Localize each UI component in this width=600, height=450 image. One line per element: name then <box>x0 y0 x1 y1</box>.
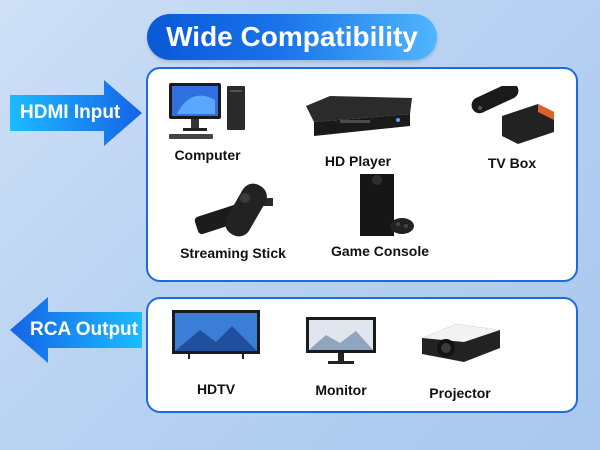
hd-player-icon <box>306 96 412 136</box>
device-label: TV Box <box>487 155 537 171</box>
device-label: Game Console <box>330 243 430 259</box>
hdtv-icon <box>172 310 260 359</box>
page-title: Wide Compatibility <box>147 14 437 60</box>
device-monitor: Monitor <box>296 315 386 398</box>
device-label: Streaming Stick <box>180 245 286 261</box>
streaming-stick-icon <box>194 183 273 237</box>
device-label: Monitor <box>315 382 367 398</box>
device-label: Computer <box>174 147 241 163</box>
computer-icon <box>168 83 245 139</box>
hdmi-input-label: HDMI Input <box>20 102 121 123</box>
rca-output-label: RCA Output <box>30 319 138 340</box>
device-streaming-stick: Streaming Stick <box>168 178 298 261</box>
device-label: HD Player <box>324 153 392 169</box>
device-hdtv: HDTV <box>166 308 266 397</box>
device-projector: Projector <box>412 318 508 401</box>
tv-box-icon <box>471 82 554 144</box>
monitor-icon <box>306 317 376 364</box>
device-tv-box: TV Box <box>462 82 562 171</box>
projector-icon <box>422 324 500 362</box>
game-console-icon <box>360 174 414 236</box>
device-game-console: Game Console <box>320 172 440 259</box>
hdmi-input-arrow <box>10 80 142 146</box>
rca-output-arrow <box>10 297 142 363</box>
device-label: Projector <box>429 385 491 401</box>
device-hd-player: HD Player <box>298 92 418 169</box>
device-label: HDTV <box>196 381 236 397</box>
device-computer: Computer <box>160 80 255 163</box>
